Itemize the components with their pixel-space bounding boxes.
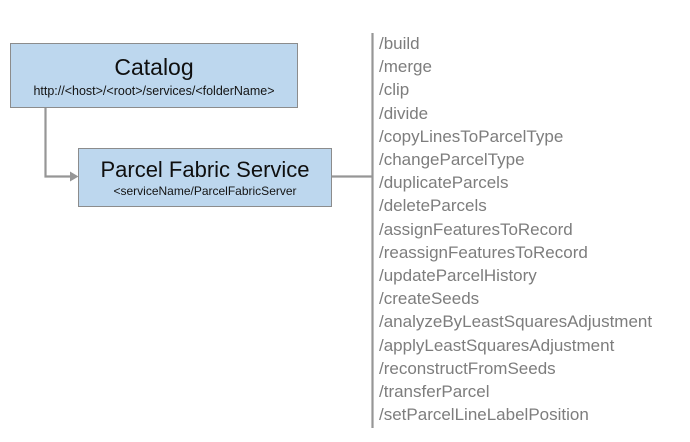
node-catalog-title: Catalog bbox=[114, 53, 194, 80]
node-catalog[interactable]: Catalog http://<host>/<root>/services/<f… bbox=[10, 43, 298, 108]
operation-item[interactable]: /changeParcelType bbox=[379, 150, 525, 170]
operation-item[interactable]: /deleteParcels bbox=[379, 196, 487, 216]
node-parcel-fabric-service[interactable]: Parcel Fabric Service <serviceName/Parce… bbox=[78, 148, 332, 207]
operation-item[interactable]: /build bbox=[379, 34, 420, 53]
connector-catalog-to-parcel-fabric-service bbox=[44, 108, 70, 178]
operation-item[interactable]: /divide bbox=[379, 103, 429, 123]
operation-item[interactable]: /updateParcelHistory bbox=[379, 266, 537, 286]
node-catalog-url: http://<host>/<root>/services/<folderNam… bbox=[33, 83, 275, 98]
operation-item[interactable]: /setParcelLineLabelPosition bbox=[379, 405, 589, 425]
node-parcel-fabric-service-url: <serviceName/ParcelFabricServer bbox=[113, 183, 297, 198]
operations-list: /build/merge/clip/divide/copyLinesToParc… bbox=[379, 32, 684, 426]
operation-item[interactable]: /duplicateParcels bbox=[379, 173, 509, 193]
node-parcel-fabric-service-title: Parcel Fabric Service bbox=[100, 156, 310, 182]
operation-item[interactable]: /reassignFeaturesToRecord bbox=[379, 242, 588, 262]
operation-item[interactable]: /applyLeastSquaresAdjustment bbox=[379, 335, 615, 355]
operation-item[interactable]: /reconstructFromSeeds bbox=[379, 358, 556, 378]
operation-item[interactable]: /clip bbox=[379, 80, 410, 100]
operation-item[interactable]: /assignFeaturesToRecord bbox=[379, 219, 573, 239]
operation-item[interactable]: /transferParcel bbox=[379, 382, 490, 402]
operation-item[interactable]: /copyLinesToParcelType bbox=[379, 126, 564, 146]
operation-item[interactable]: /merge bbox=[379, 57, 432, 77]
operation-item[interactable]: /analyzeByLeastSquaresAdjustment bbox=[379, 312, 653, 332]
arrowhead-icon bbox=[70, 171, 79, 182]
operation-item[interactable]: /createSeeds bbox=[379, 289, 480, 309]
